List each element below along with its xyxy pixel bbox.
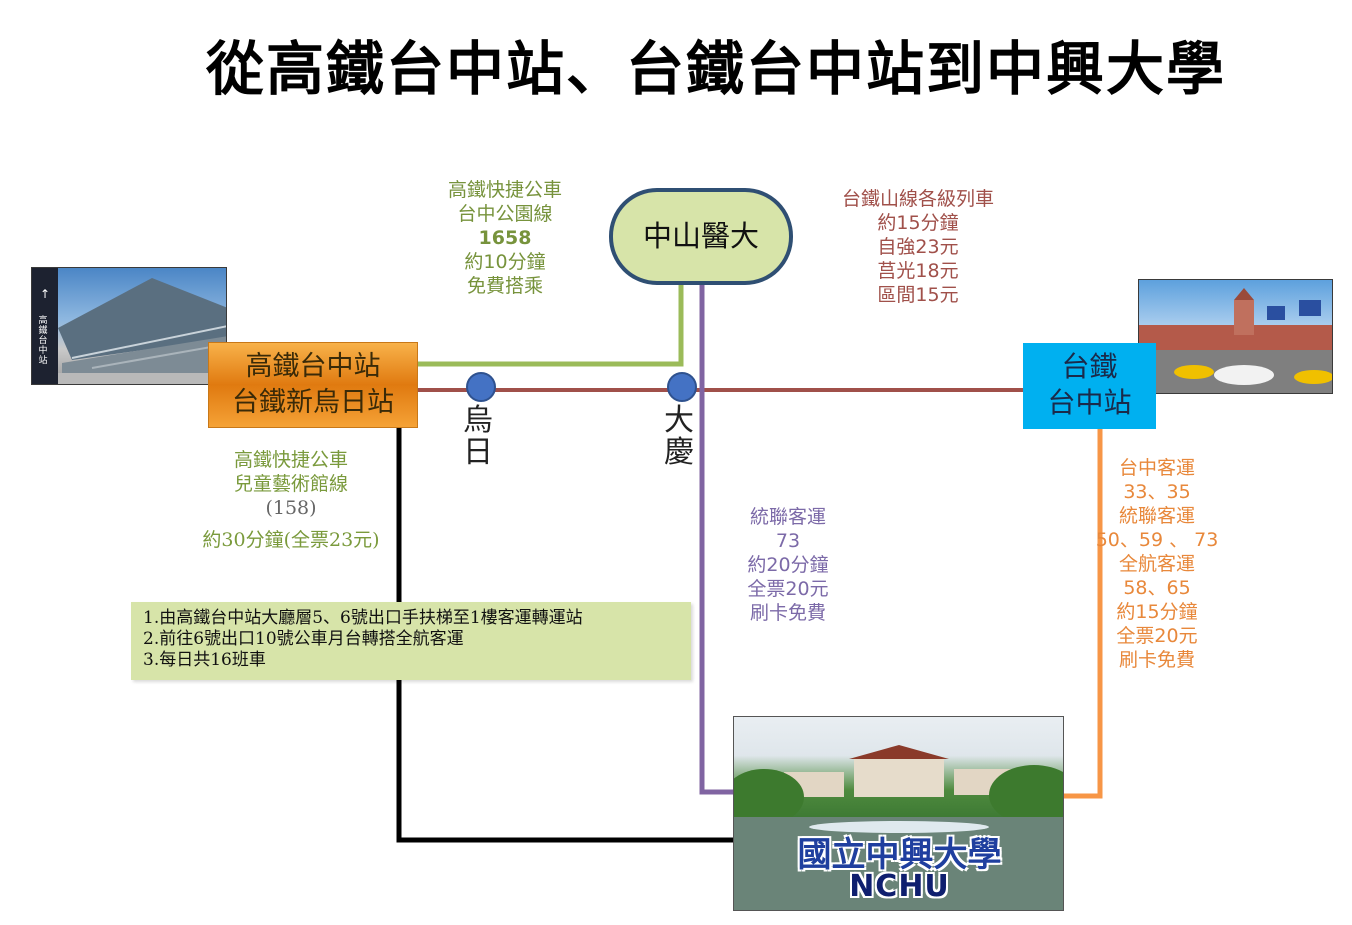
note-line: 約15分鐘 [877, 212, 959, 234]
node-tra-line2: 台中站 [1047, 386, 1132, 419]
note-line: 全航客運 [1118, 553, 1195, 575]
note-line: 全票20元 [1116, 625, 1198, 647]
note-line: 約20分鐘 [747, 554, 829, 576]
node-hsr-line2: 台鐵新烏日站 [232, 387, 394, 418]
note-line: 50、59 、 73 [1095, 529, 1219, 551]
note-line: 台中客運 [1118, 457, 1195, 479]
instruction-line: 1.由高鐵台中站大廳層5、6號出口手扶梯至1樓客運轉運站 [143, 608, 583, 628]
note-line: 約15分鐘 [1116, 601, 1198, 623]
instruction-line: 3.每日共16班車 [143, 650, 266, 670]
note-line: 莒光18元 [877, 260, 959, 282]
note-line: 刷卡免費 [749, 602, 826, 624]
stop-wuri-label: 烏日 [463, 403, 493, 470]
node-tra-taichung: 台鐵 台中站 [1023, 343, 1156, 429]
note-line: 約30分鐘(全票23元) [202, 529, 380, 551]
note-hsr-shuttle-art: 高鐵快捷公車 兒童藝術館線 (158) 約30分鐘(全票23元) [186, 448, 396, 552]
note-line: 兒童藝術館線 [233, 473, 348, 495]
hsr-photo-sign: 高鐵台中站 [38, 316, 48, 366]
svg-text:↑: ↑ [40, 287, 50, 301]
note-ubus-73: 統聯客運 73 約20分鐘 全票20元 刷卡免費 [728, 505, 848, 625]
node-tra-line1: 台鐵 [1061, 350, 1118, 383]
note-line: 台鐵山線各級列車 [841, 188, 994, 210]
stop-wuri-dot [466, 372, 496, 402]
note-line: 高鐵快捷公車 [233, 449, 348, 471]
note-line: 免費搭乘 [466, 275, 543, 297]
orange-route-line [1064, 429, 1103, 799]
purple-route-line [699, 285, 733, 795]
tra-station-photo [1138, 279, 1333, 394]
hsr-station-photo: ↑ 高鐵台中站 [31, 267, 227, 385]
nchu-campus-photo: 國立中興大學 NCHU [733, 716, 1064, 911]
note-line: 高鐵快捷公車 [447, 179, 562, 201]
note-line: 約10分鐘 [464, 251, 546, 273]
instruction-box: 1.由高鐵台中站大廳層5、6號出口手扶梯至1樓客運轉運站 2.前往6號出口10號… [131, 602, 691, 680]
note-hsr-shuttle-park: 高鐵快捷公車 台中公園線 1658 約10分鐘 免費搭乘 [420, 178, 590, 298]
node-hsr-line1: 高鐵台中站 [245, 351, 381, 382]
note-line: 73 [775, 530, 801, 552]
black-route-line [396, 428, 733, 843]
stop-daqing-label: 大慶 [664, 403, 694, 470]
nchu-name-zh: 國立中興大學 [797, 835, 1002, 875]
note-line: 自強23元 [877, 236, 959, 258]
note-line: 統聯客運 [1118, 505, 1195, 527]
page-title: 從高鐵台中站、台鐵台中站到中興大學 [205, 35, 1226, 103]
note-line: 全票20元 [747, 578, 829, 600]
instruction-line: 2.前往6號出口10號公車月台轉搭全航客運 [143, 629, 464, 649]
green-route-line [418, 285, 684, 367]
stop-daqing-dot [667, 372, 697, 402]
note-line: 統聯客運 [749, 506, 826, 528]
note-line: 1658 [478, 227, 532, 249]
node-hsr-taichung: 高鐵台中站 台鐵新烏日站 [208, 342, 418, 428]
note-tra-buses: 台中客運 33、35 統聯客運 50、59 、 73 全航客運 58、65 約1… [1090, 456, 1224, 672]
note-line: 區間15元 [877, 284, 959, 306]
note-line: 台中公園線 [457, 203, 553, 225]
note-line: 58、65 [1123, 577, 1191, 599]
note-line: 刷卡免費 [1118, 649, 1195, 671]
note-line: (158) [265, 497, 317, 519]
note-tra-mountain-line: 台鐵山線各級列車 約15分鐘 自強23元 莒光18元 區間15元 [825, 187, 1011, 307]
note-line: 33、35 [1123, 481, 1191, 503]
node-zhongshan-medical: 中山醫大 [609, 188, 793, 285]
nchu-name-en: NCHU [849, 869, 950, 904]
